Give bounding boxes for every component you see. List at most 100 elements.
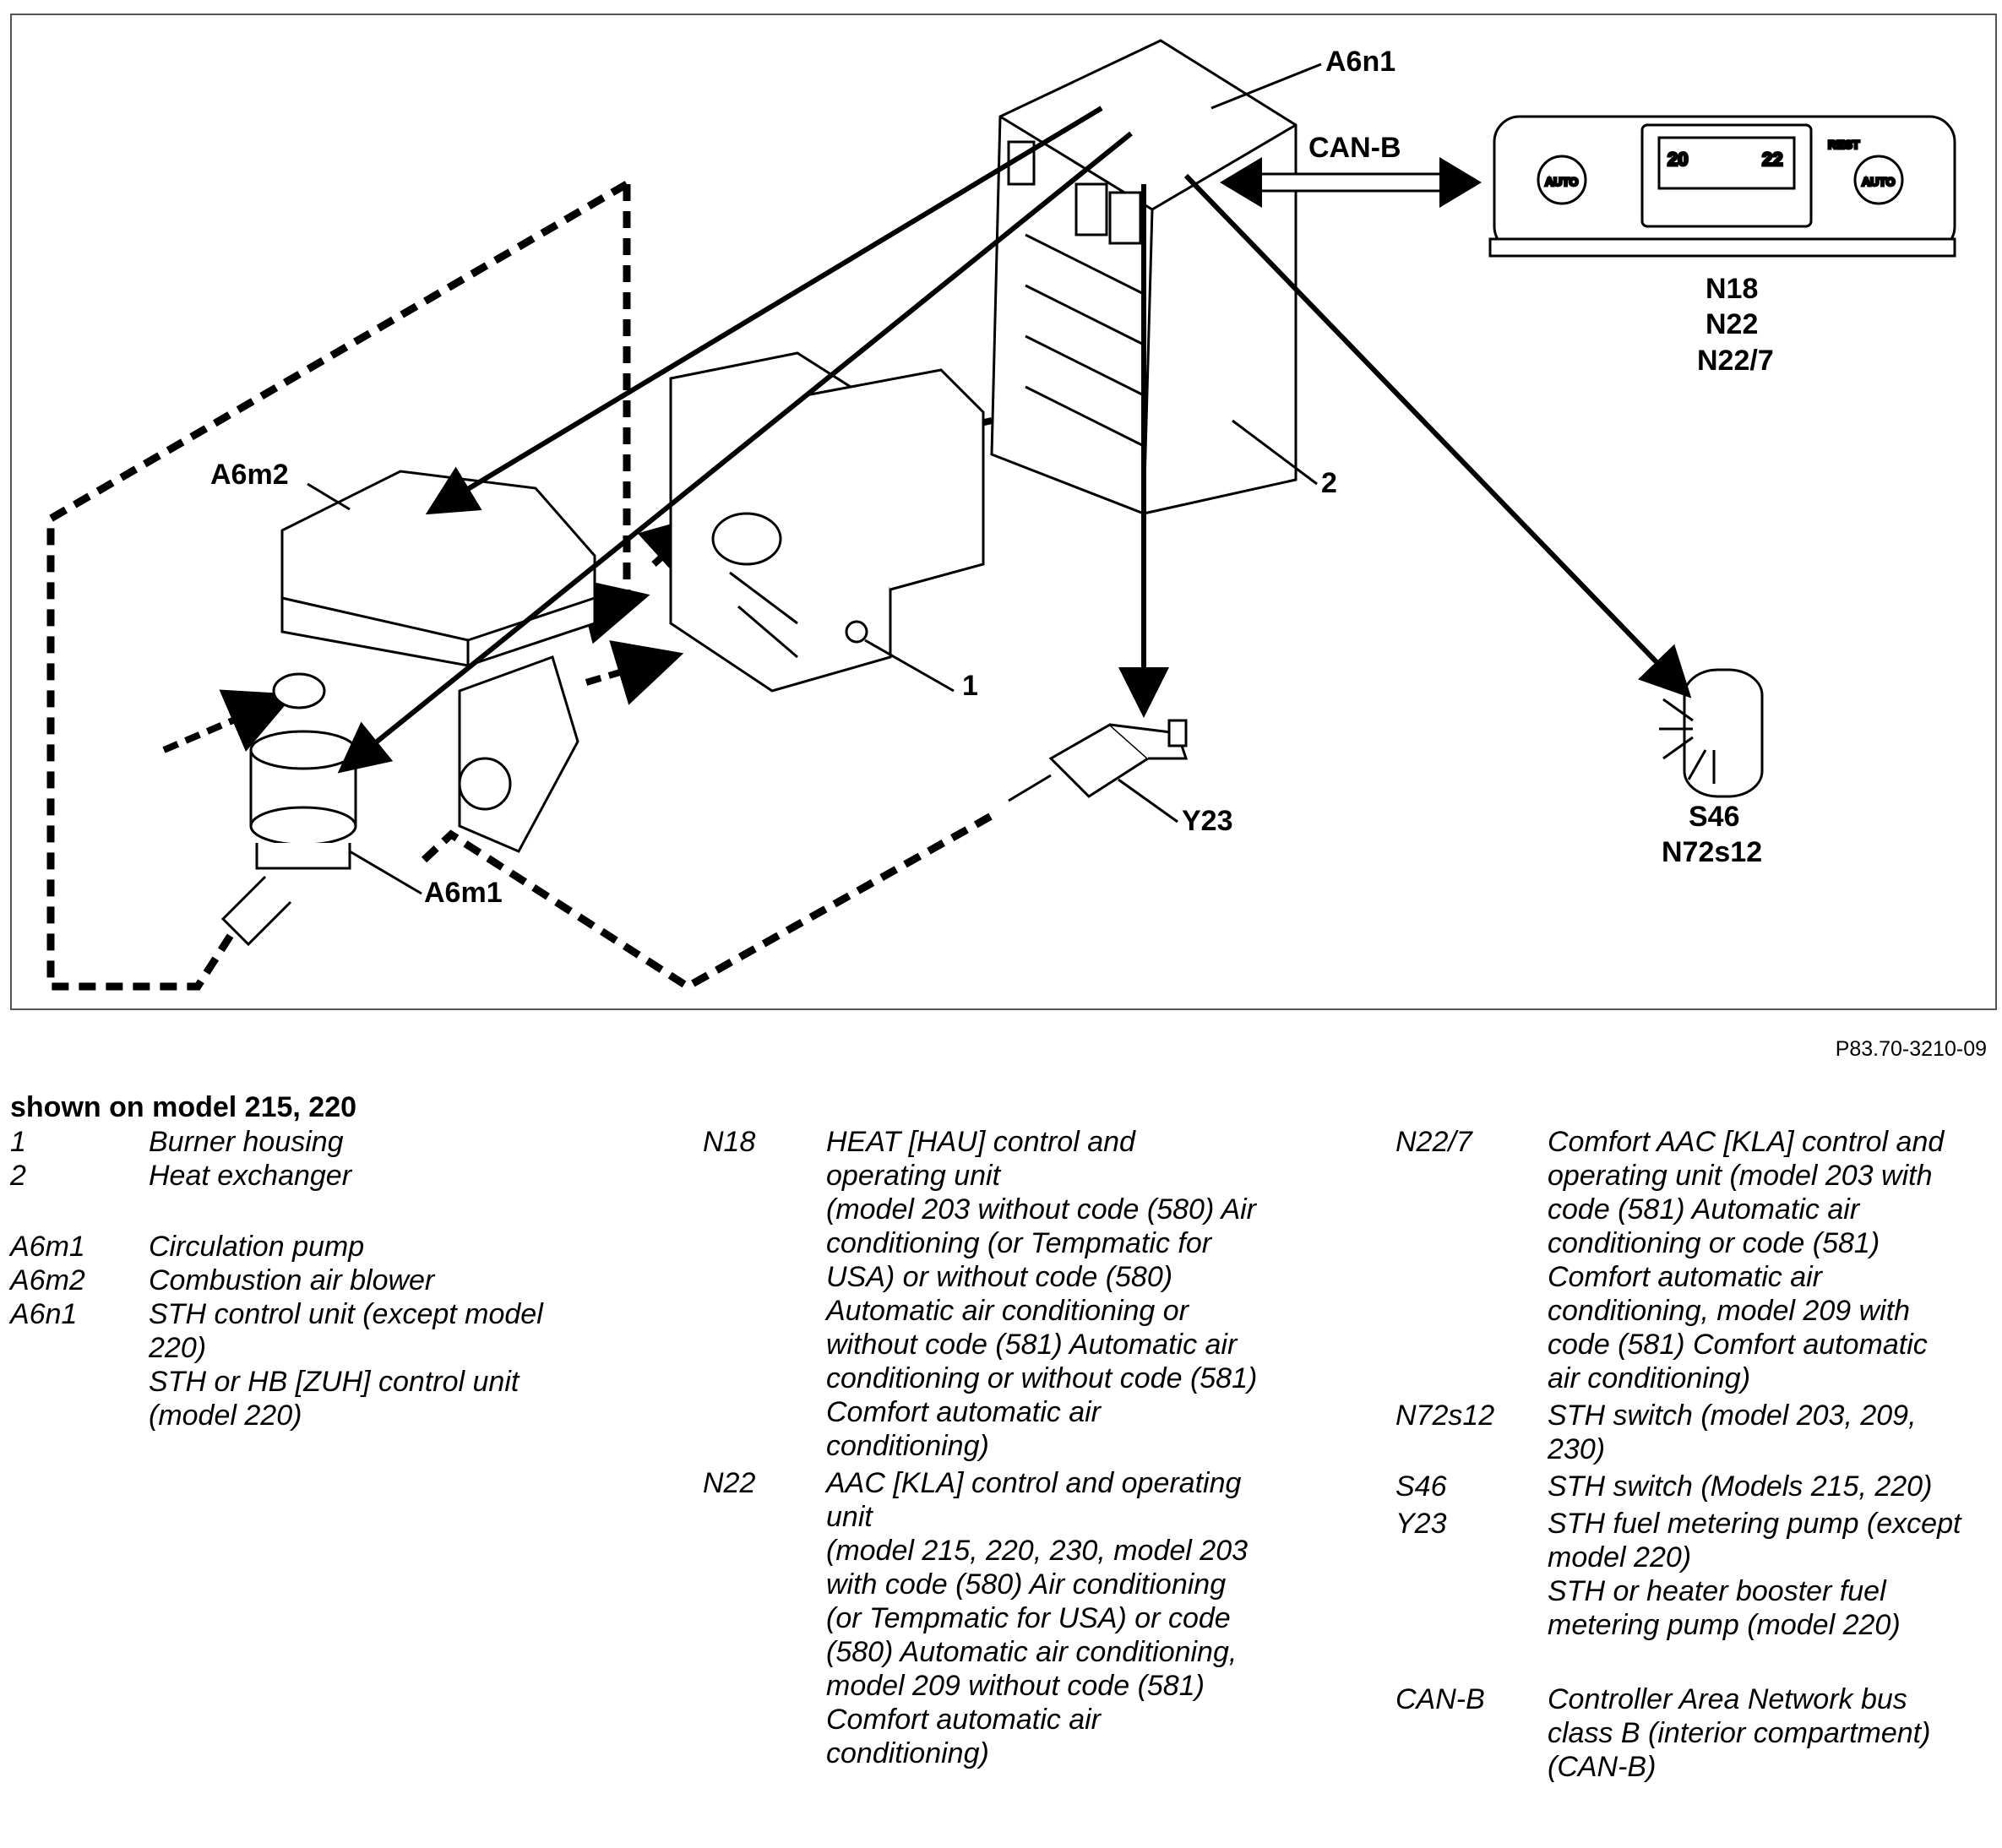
legend-code: N18: [703, 1126, 756, 1158]
legend-item: 1 Burner housing: [10, 1125, 601, 1159]
legend-code: CAN-B: [1395, 1683, 1485, 1715]
label-n22: N22: [1706, 308, 1758, 340]
legend-code: 1: [10, 1126, 26, 1158]
legend-text: model 209 without code (581): [826, 1670, 1205, 1702]
legend-column-3: N22/7 Comfort AAC [KLA] control and oper…: [1395, 1125, 1995, 1784]
legend-code: N22/7: [1395, 1126, 1472, 1158]
legend-text: 220): [149, 1332, 207, 1364]
legend-text: class B (interior compartment): [1548, 1717, 1931, 1749]
legend-text: with code (580) Air conditioning: [826, 1568, 1227, 1601]
legend-item: S46 STH switch (Models 215, 220): [1395, 1470, 1995, 1503]
label-n22-7: N22/7: [1697, 345, 1774, 377]
legend-text: STH fuel metering pump (except: [1548, 1508, 1961, 1540]
legend-item: A6n1 STH control unit (except model 220)…: [10, 1297, 601, 1432]
label-1: 1: [962, 670, 978, 702]
legend-code: A6m2: [10, 1264, 85, 1296]
figure-reference: P83.70-3210-09: [1835, 1037, 1987, 1061]
legend-text: code (581) Comfort automatic: [1548, 1329, 1928, 1361]
legend-text: operating unit (model 203 with: [1548, 1160, 1933, 1192]
legend-text: without code (581) Automatic air: [826, 1329, 1238, 1361]
legend-heading: shown on model 215, 220: [10, 1091, 357, 1123]
panel-auto-left: AUTO: [1545, 175, 1579, 188]
legend-code: A6n1: [10, 1298, 78, 1330]
legend-column-2: N18 HEAT [HAU] control and operating uni…: [703, 1125, 1379, 1770]
legend-column-1: 1 Burner housing 2 Heat exchanger A6m1 C…: [10, 1125, 601, 1432]
legend-code: Y23: [1395, 1508, 1447, 1540]
label-s46: S46: [1689, 801, 1740, 833]
legend-text: Burner housing: [149, 1126, 344, 1158]
legend-code: A6m1: [10, 1231, 85, 1263]
legend-text: (model 220): [149, 1400, 302, 1432]
legend-text: Circulation pump: [149, 1231, 365, 1263]
legend-text: STH or heater booster fuel: [1548, 1575, 1886, 1607]
legend-text: conditioning or code (581): [1548, 1227, 1880, 1259]
burner-housing: [669, 351, 985, 693]
legend-text: Comfort automatic air: [826, 1704, 1101, 1736]
label-a6m2: A6m2: [210, 459, 289, 491]
legend-text: air conditioning): [1548, 1362, 1751, 1394]
panel-auto-right: AUTO: [1862, 175, 1896, 188]
legend-code: N22: [703, 1467, 756, 1499]
legend-text: STH control unit (except model: [149, 1298, 543, 1330]
legend-text: 230): [1548, 1433, 1606, 1465]
legend-text: conditioning): [826, 1430, 989, 1462]
legend-text: (580) Automatic air conditioning,: [826, 1636, 1238, 1668]
legend-text: Automatic air conditioning or: [826, 1295, 1189, 1327]
legend-text: (CAN-B): [1548, 1751, 1657, 1783]
legend-text: conditioning or without code (581): [826, 1362, 1258, 1394]
legend-item: 2 Heat exchanger: [10, 1159, 601, 1193]
label-2: 2: [1321, 467, 1337, 499]
legend-code: S46: [1395, 1470, 1447, 1503]
label-n18: N18: [1706, 273, 1758, 305]
legend-text: USA) or without code (580): [826, 1261, 1173, 1293]
diagram-figure: 20 22 AUTO AUTO REST A6n1 CAN-B N18 N22 …: [10, 14, 1997, 1010]
switch-s46: [1659, 668, 1764, 798]
legend-text: Combustion air blower: [149, 1264, 435, 1296]
legend-text: STH switch (model 203, 209,: [1548, 1400, 1917, 1432]
legend-text: unit: [826, 1501, 873, 1533]
legend-item: N22 AAC [KLA] control and operating unit…: [703, 1466, 1379, 1770]
legend-text: conditioning (or Tempmatic for: [826, 1227, 1212, 1259]
legend-text: conditioning): [826, 1737, 989, 1769]
dashed-circuit: [46, 181, 998, 992]
legend-text: STH or HB [ZUH] control unit: [149, 1366, 520, 1398]
panel-temp-right: 22: [1762, 149, 1782, 170]
legend-text: (model 215, 220, 230, model 203: [826, 1535, 1249, 1567]
legend-text: Comfort AAC [KLA] control and: [1548, 1126, 1945, 1158]
climate-panel: 20 22 AUTO AUTO REST: [1488, 115, 1956, 258]
leader-lines: [307, 63, 1322, 895]
panel-rest-label: REST: [1828, 138, 1860, 151]
legend-item: Y23 STH fuel metering pump (except model…: [1395, 1507, 1995, 1642]
label-a6n1: A6n1: [1325, 46, 1395, 78]
legend-text: Heat exchanger: [149, 1160, 352, 1192]
label-n72s12: N72s12: [1662, 836, 1762, 868]
legend-item: N72s12 STH switch (model 203, 209, 230): [1395, 1399, 1995, 1466]
legend-text: conditioning, model 209 with: [1548, 1295, 1911, 1327]
diagram-svg: 20 22 AUTO AUTO REST A6n1 CAN-B N18 N22 …: [46, 39, 1956, 992]
label-y23: Y23: [1182, 805, 1233, 837]
label-canb: CAN-B: [1308, 132, 1401, 164]
legend-text: (or Tempmatic for USA) or code: [826, 1602, 1231, 1634]
legend-item: A6m2 Combustion air blower: [10, 1264, 601, 1297]
legend-item: N22/7 Comfort AAC [KLA] control and oper…: [1395, 1125, 1995, 1395]
panel-temp-left: 20: [1667, 149, 1688, 170]
legend-text: AAC [KLA] control and operating: [826, 1467, 1242, 1499]
legend-text: model 220): [1548, 1541, 1692, 1574]
circulation-pump: [220, 655, 579, 947]
legend-text: Comfort automatic air: [1548, 1261, 1822, 1293]
legend-code: N72s12: [1395, 1400, 1495, 1432]
legend-item: A6m1 Circulation pump: [10, 1230, 601, 1264]
legend-text: HEAT [HAU] control and: [826, 1126, 1135, 1158]
legend-text: code (581) Automatic air: [1548, 1193, 1860, 1226]
legend-item: N18 HEAT [HAU] control and operating uni…: [703, 1125, 1379, 1463]
legend-text: metering pump (model 220): [1548, 1609, 1901, 1641]
legend-item: CAN-B Controller Area Network bus class …: [1395, 1682, 1995, 1784]
fuel-metering-pump: [1008, 719, 1189, 802]
legend-text: Controller Area Network bus: [1548, 1683, 1907, 1715]
legend-code: 2: [10, 1160, 26, 1192]
legend-text: operating unit: [826, 1160, 1001, 1192]
legend-text: (model 203 without code (580) Air: [826, 1193, 1257, 1226]
combustion-air-blower: [280, 470, 596, 667]
canb-arrow: [1220, 157, 1482, 208]
legend-text: STH switch (Models 215, 220): [1548, 1470, 1933, 1503]
